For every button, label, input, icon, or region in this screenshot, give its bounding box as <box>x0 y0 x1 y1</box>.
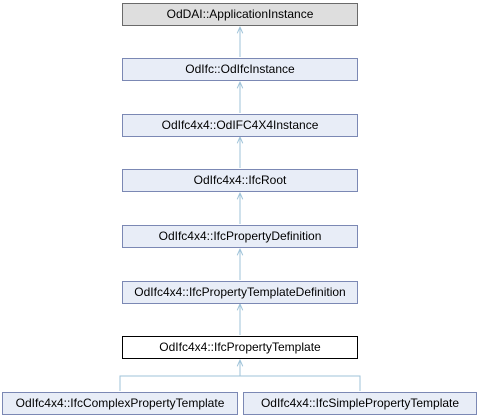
node-odifc-instance[interactable]: OdIfc::OdIfcInstance <box>122 58 358 81</box>
node-ifc-property-template-definition[interactable]: OdIfc4x4::IfcPropertyTemplateDefinition <box>122 281 358 304</box>
node-odifc4x4-instance[interactable]: OdIfc4x4::OdIFC4X4Instance <box>122 114 358 137</box>
node-ifc-root[interactable]: OdIfc4x4::IfcRoot <box>122 169 358 192</box>
edge-n7-n6 <box>119 360 240 391</box>
node-application-instance[interactable]: OdDAI::ApplicationInstance <box>122 3 358 26</box>
node-ifc-property-template[interactable]: OdIfc4x4::IfcPropertyTemplate <box>122 336 358 359</box>
node-ifc-simple-property-template[interactable]: OdIfc4x4::IfcSimplePropertyTemplate <box>243 392 477 415</box>
node-ifc-property-definition[interactable]: OdIfc4x4::IfcPropertyDefinition <box>122 225 358 248</box>
edge-n8-n6 <box>240 375 361 391</box>
node-ifc-complex-property-template[interactable]: OdIfc4x4::IfcComplexPropertyTemplate <box>2 392 238 415</box>
